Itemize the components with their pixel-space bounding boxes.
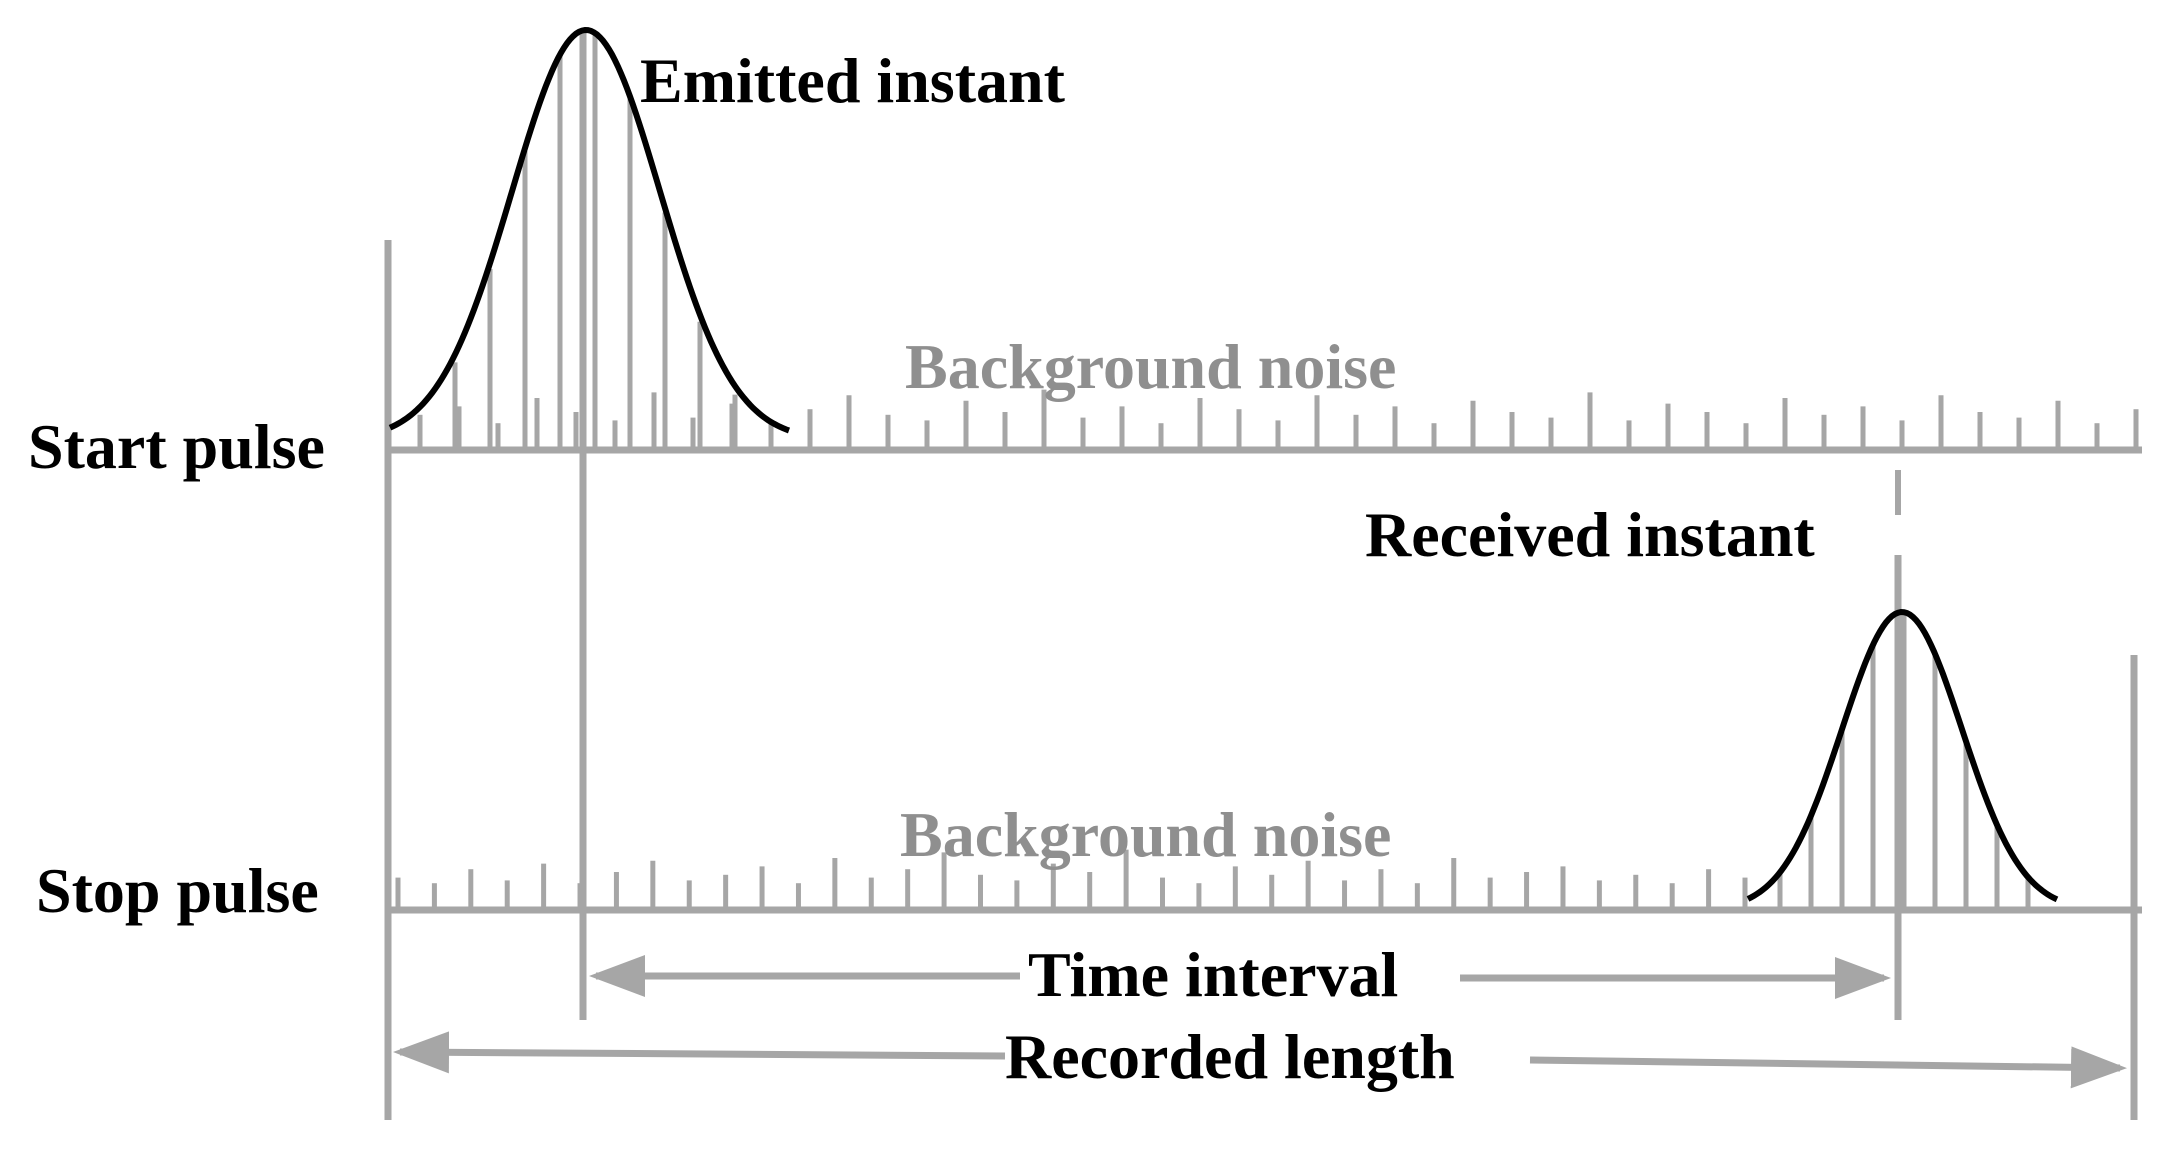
- emitted-instant-label: Emitted instant: [640, 45, 1066, 116]
- recorded-length-arrow-left: [393, 1031, 1006, 1074]
- stop-pulse-envelope: [1746, 608, 2059, 903]
- start-pulse-envelope: [388, 26, 791, 434]
- background-noise-label-bottom: Background noise: [900, 799, 1391, 870]
- recorded-length-arrow-right: [1529, 1046, 2127, 1089]
- received-instant-label: Received instant: [1365, 499, 1815, 570]
- start-pulse-noise-stems: [417, 389, 2139, 450]
- background-noise-label-top: Background noise: [905, 331, 1396, 402]
- stop-pulse-label: Stop pulse: [36, 855, 319, 926]
- start-pulse-sample-stems: [452, 33, 738, 450]
- start-pulse-label: Start pulse: [28, 411, 325, 482]
- stop-pulse-sample-stems: [1777, 610, 2031, 910]
- recorded-length-label: Recorded length: [1005, 1021, 1455, 1092]
- time-interval-label: Time interval: [1028, 939, 1398, 1010]
